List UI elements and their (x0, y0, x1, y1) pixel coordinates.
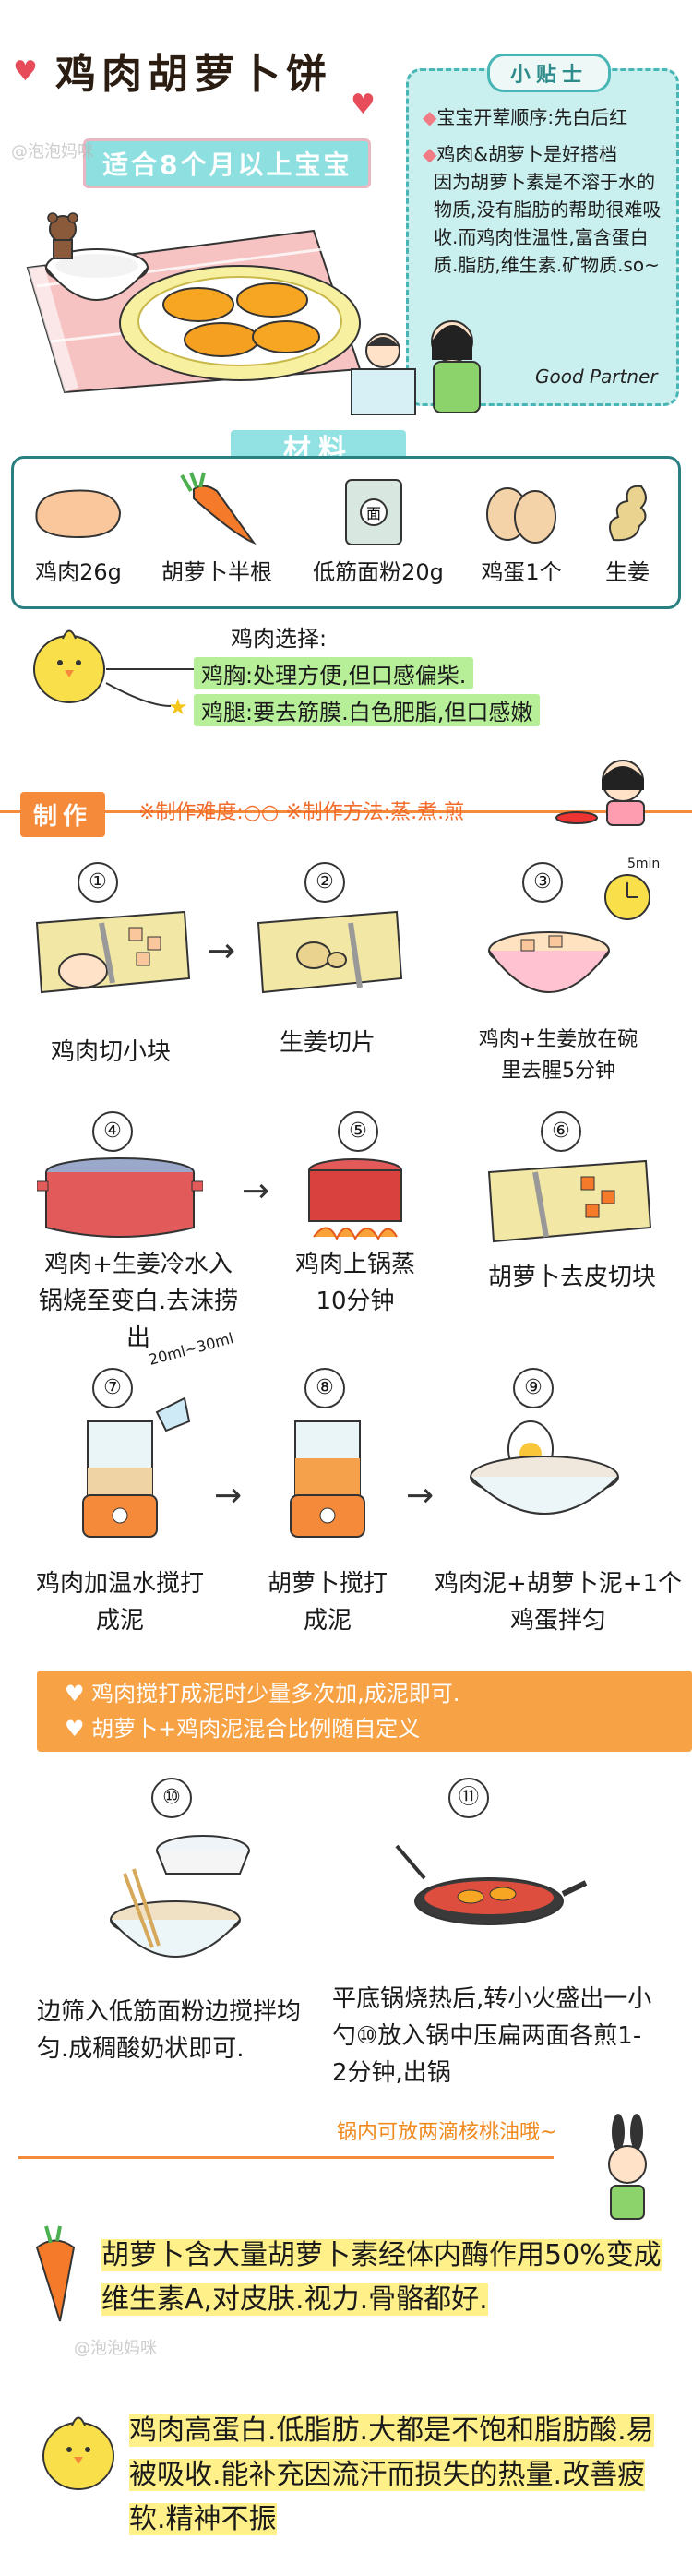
chicken-choice-title: 鸡肉选择: (231, 626, 328, 652)
chicken-benefit-text: 鸡肉高蛋白.低脂肪.大都是不饱和脂肪酸.易被吸收.能补充因流汗而损失的热量.改善… (129, 2414, 654, 2535)
cutting-board-ginger-illustration (257, 910, 403, 994)
diamond-icon: ◆ (423, 106, 437, 128)
tips-line-3: 因为胡萝卜素是不溶于水的物质,没有脂肪的帮助很难吸收.而鸡肉性温性,富含蛋白质.… (434, 171, 662, 276)
step-number: ④ (92, 1111, 133, 1152)
step-caption: 鸡肉切小块 (50, 1038, 171, 1066)
material-label: 鸡肉26g (35, 559, 122, 585)
material-label: 鸡蛋1个 (481, 559, 562, 585)
chicken-choice-option-breast: 鸡胸:处理方便,但口感偏柴. (194, 657, 474, 689)
step-number: ⑧ (304, 1368, 345, 1408)
steps-meta: ※制作难度:○○ ※制作方法:蒸.煮.煎 (138, 801, 465, 824)
step-number: ⑦ (92, 1368, 133, 1408)
ginger-icon (609, 485, 647, 542)
steps-divider (0, 810, 692, 813)
pot-boiling-illustration (37, 1157, 203, 1238)
step-caption: 边筛入低筋面粉边搅拌均匀.成稠酸奶状即可. (37, 1998, 302, 2063)
arrow-right-icon: → (208, 932, 236, 970)
cutting-board-chicken-illustration (35, 910, 191, 994)
arrow-right-icon: → (214, 1477, 243, 1515)
step-caption: 鸡肉+生姜放在碗里去腥5分钟 (478, 1028, 638, 1083)
cutting-board-carrot-illustration (487, 1159, 652, 1243)
eggs-icon (486, 487, 556, 544)
blender-chicken-illustration (82, 1396, 191, 1538)
chicken-choice-option-thigh: 鸡腿:要去筋膜.白色肥脂,但口感嫩 (194, 694, 541, 726)
carrot-icon (180, 472, 257, 545)
step-number: ⑩ (151, 1778, 192, 1818)
connector-lines (105, 668, 194, 707)
step-number: ⑨ (513, 1368, 554, 1408)
flour-bag-icon: 面 (345, 479, 402, 545)
sieve-bowl-illustration (110, 1835, 250, 1958)
heart-icon: ♥ (351, 89, 376, 121)
step-caption: 鸡肉加温水搅打成泥 (35, 1570, 204, 1635)
step-number: ⑥ (541, 1111, 581, 1152)
bottom-divider (18, 2156, 554, 2159)
material-label: 生姜 (605, 559, 650, 585)
steamer-illustration (308, 1158, 402, 1241)
carrot-icon (35, 2225, 76, 2322)
step-caption: 鸡肉上锅蒸10分钟 (294, 1251, 415, 1315)
chicken-meat-icon (35, 489, 122, 539)
diamond-icon: ◆ (423, 143, 437, 165)
bowl-egg-mixture-illustration (470, 1420, 619, 1515)
arrow-right-icon: → (242, 1172, 270, 1210)
age-badge: 适合8个月以上宝宝 (83, 138, 372, 188)
heart-icon: ♥ (65, 1681, 92, 1707)
step-number: ⑤ (338, 1111, 378, 1152)
notes-line-1: ♥ 鸡肉搅打成泥时少量多次加,成泥即可. (65, 1681, 460, 1707)
step-caption: 生姜切片 (279, 1029, 376, 1057)
watermark: @泡泡妈咪 (11, 142, 94, 162)
arrow-right-icon: → (406, 1477, 435, 1515)
step-caption: 胡萝卜去皮切块 (487, 1264, 656, 1291)
carrot-benefit-text: 胡萝卜含大量胡萝卜素经体内酶作用50%变成维生素A,对皮肤.视力.骨骼都好. (101, 2239, 662, 2316)
tips-title: 小贴士 (487, 54, 612, 92)
chick-icon (33, 629, 105, 703)
frying-pan-illustration (395, 1844, 588, 1925)
material-label: 低筋面粉20g (313, 559, 444, 585)
tips-line-1: ◆宝宝开荤顺序:先白后红 (423, 106, 628, 128)
page-title: 鸡肉胡萝卜饼 (55, 51, 332, 98)
flour-bag-text: 面 (366, 505, 381, 522)
step-caption: 胡萝卜搅打成泥 (267, 1570, 388, 1635)
step-caption: 鸡肉+生姜冷水入锅烧至变白.去沫捞出 (38, 1251, 239, 1352)
step-number: ⑪ (448, 1778, 489, 1818)
bunny-girl-illustration (608, 2114, 647, 2220)
material-label: 胡萝卜半根 (161, 559, 272, 585)
step-number: ③ (522, 862, 563, 903)
girl-cooking-illustration (555, 760, 645, 826)
tips-signature: Good Partner (535, 365, 658, 388)
clock-icon (604, 874, 650, 920)
tips-notes-bar: ♥ 鸡肉搅打成泥时少量多次加,成泥即可. ♥ 胡萝卜+鸡肉泥混合比例随自定义 (37, 1671, 692, 1752)
notes-line-2: ♥ 胡萝卜+鸡肉泥混合比例随自定义 (65, 1716, 421, 1742)
steps-label: 制作 (20, 792, 106, 837)
step-11-note: 锅内可放两滴核桃油哦~ (337, 2121, 557, 2144)
heart-icon: ♥ (13, 55, 38, 88)
clock-label: 5min (627, 857, 661, 871)
step-number: ① (78, 862, 118, 903)
bowl-chicken-ginger-illustration (488, 931, 610, 993)
step-number: ② (304, 862, 345, 903)
step-caption: 鸡肉泥+胡萝卜泥+1个鸡蛋拌匀 (434, 1570, 683, 1635)
watermark: @泡泡妈咪 (74, 2339, 157, 2358)
star-icon: ★ (168, 694, 188, 720)
step-caption: 平底锅烧热后,转小火盛出一小勺⑩放入锅中压扁两面各煎1-2分钟,出锅 (332, 1985, 652, 2087)
pancake-plate-illustration (26, 212, 362, 394)
tips-line-2: ◆鸡肉&胡萝卜是好搭档 (423, 143, 617, 165)
mother-feeding-baby-illustration (351, 320, 481, 415)
heart-icon: ♥ (65, 1716, 92, 1742)
blender-carrot-illustration (290, 1420, 365, 1538)
chick-icon (42, 2416, 114, 2490)
